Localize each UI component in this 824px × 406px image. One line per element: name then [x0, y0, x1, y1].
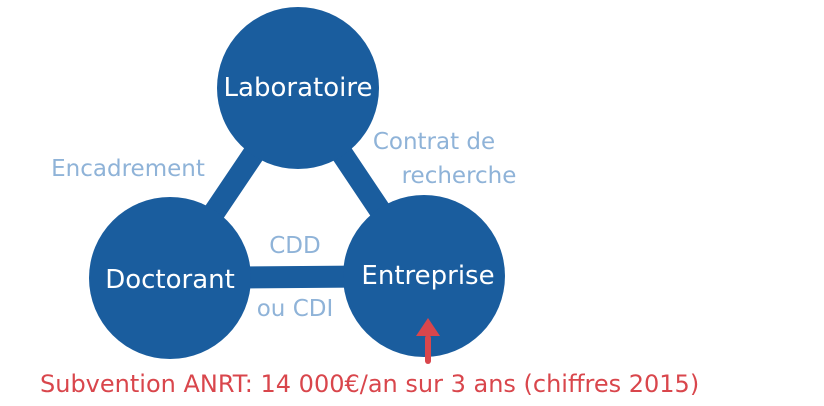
arrow-head [416, 318, 440, 336]
subsidy-caption: Subvention ANRT: 14 000€/an sur 3 ans (c… [40, 370, 699, 398]
node-laboratoire [217, 7, 379, 169]
node-label-doctorant: Doctorant [105, 265, 235, 295]
edge-label-contrat-line2: recherche [402, 163, 517, 189]
node-label-entreprise: Entreprise [361, 261, 494, 291]
node-label-laboratoire: Laboratoire [224, 73, 373, 103]
edge-label-contrat-line1: Contrat de [373, 129, 495, 155]
arrow-up-icon [416, 318, 440, 364]
node-entreprise [343, 195, 505, 357]
edge-label-cdd-line2: ou CDI [257, 296, 334, 322]
edge-label-encadrement: Encadrement [51, 156, 205, 182]
edge-label-cdd-line1: CDD [269, 233, 320, 259]
node-doctorant [89, 197, 251, 359]
